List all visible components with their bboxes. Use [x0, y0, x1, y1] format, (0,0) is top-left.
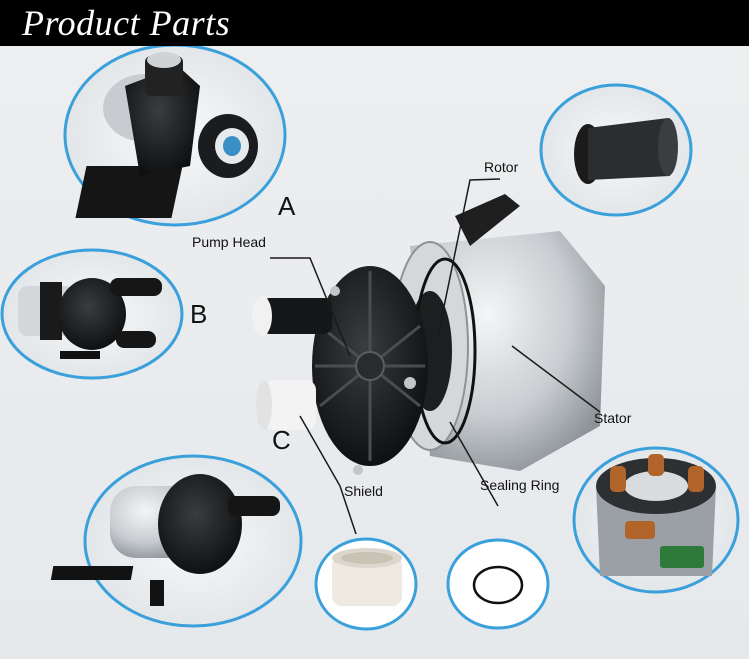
- shield-photo: [314, 537, 418, 631]
- product-parts-figure: A B C Pump Head Rotor Stator Shield Seal…: [0, 46, 749, 659]
- stator-label: Stator: [594, 410, 632, 426]
- variant-c-photo: [50, 454, 303, 628]
- variant-c-letter: C: [272, 425, 291, 455]
- rotor-part-icon: [574, 118, 678, 184]
- pump-variant-c-icon: [50, 474, 280, 606]
- shield-leader: [299, 415, 357, 535]
- o-ring-icon: [472, 565, 524, 605]
- parts-diagram: [0, 46, 740, 631]
- central-pump-assembly: [252, 194, 605, 475]
- stator-leader: [511, 345, 601, 413]
- sealing-ring-photo: [446, 538, 550, 630]
- pump-variant-b-icon: [18, 278, 162, 359]
- variant-b-letter: B: [190, 299, 208, 329]
- pump-variant-a-icon: [75, 52, 258, 218]
- leader-lines: [270, 178, 601, 535]
- pump-head-label: Pump Head: [192, 234, 266, 250]
- rotor-photo: [539, 83, 693, 217]
- rotor-label: Rotor: [484, 159, 519, 175]
- variant-b-photo: [0, 248, 184, 380]
- page-title: Product Parts: [22, 3, 231, 43]
- pump-head-leader: [270, 257, 351, 357]
- stator-part-icon: [596, 454, 716, 576]
- sealing-ring-circle: [446, 538, 550, 630]
- shield-part-icon: [332, 548, 402, 606]
- variant-a-letter: A: [278, 191, 296, 221]
- header-banner: Product Parts: [0, 0, 749, 46]
- variant-a-photo: [63, 46, 287, 227]
- sealing-ring-label: Sealing Ring: [480, 477, 560, 493]
- shield-label: Shield: [344, 483, 383, 499]
- rotor-leader: [437, 178, 501, 337]
- sealing-ring-leader: [449, 421, 499, 507]
- stator-photo: [572, 446, 740, 594]
